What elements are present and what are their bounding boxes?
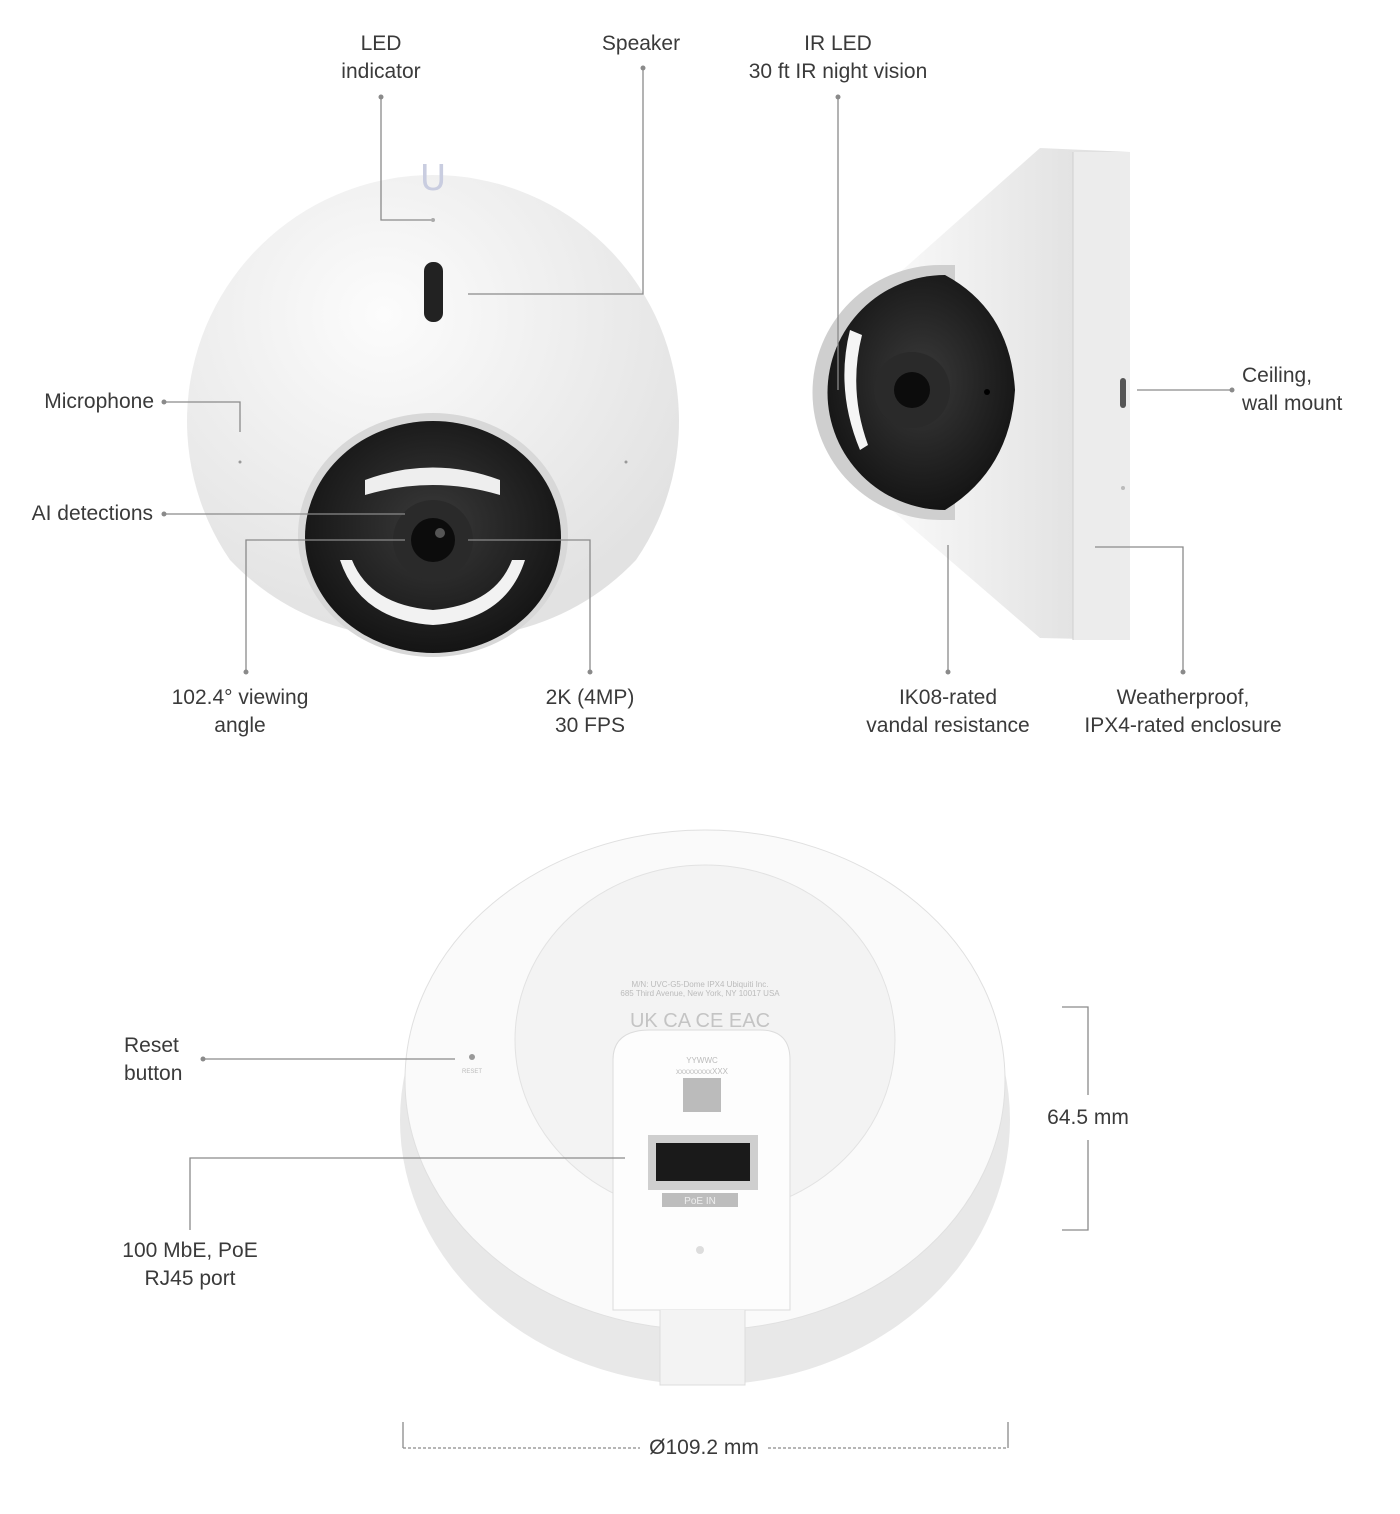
ubiquiti-logo: U bbox=[420, 158, 446, 199]
label-resolution: 2K (4MP)30 FPS bbox=[545, 686, 635, 737]
reset-button bbox=[469, 1054, 475, 1060]
qr-code bbox=[683, 1078, 721, 1112]
label-mount: Ceiling,wall mount bbox=[1242, 364, 1343, 415]
svg-text:RESET: RESET bbox=[462, 1069, 482, 1075]
svg-text:xxxxxxxxxXXX: xxxxxxxxxXXX bbox=[676, 1067, 729, 1076]
camera-bottom-view: PoE IN YYWWC xxxxxxxxxXXX M/N: UVC-G5-Do… bbox=[400, 829, 1010, 1386]
svg-text:M/N: UVC-G5-Dome IPX4 Ub: M/N: UVC-G5-Dome IPX4 Ubiquiti Inc. bbox=[632, 980, 769, 989]
svg-text:YYWWC: YYWWC bbox=[686, 1056, 718, 1065]
dimension-height: 64.5 mm bbox=[1047, 1106, 1129, 1129]
leader-lines bbox=[164, 68, 1232, 1449]
dimension-diameter: Ø109.2 mm bbox=[649, 1436, 759, 1459]
label-speaker: Speaker bbox=[601, 32, 681, 55]
label-microphone: Microphone bbox=[44, 390, 154, 413]
label-weatherproof: Weatherproof,IPX4-rated enclosure bbox=[1084, 686, 1282, 737]
svg-text:685 Third Avenue, New York, NY: 685 Third Avenue, New York, NY 10017 USA bbox=[620, 989, 780, 998]
svg-text:UK CA CE EAC: UK CA CE EAC bbox=[630, 1010, 770, 1032]
svg-text:PoE IN: PoE IN bbox=[684, 1196, 716, 1207]
camera-front-view: U bbox=[187, 158, 679, 657]
camera-side-view bbox=[812, 148, 1130, 640]
label-ai-detections: AI detections bbox=[31, 502, 153, 525]
